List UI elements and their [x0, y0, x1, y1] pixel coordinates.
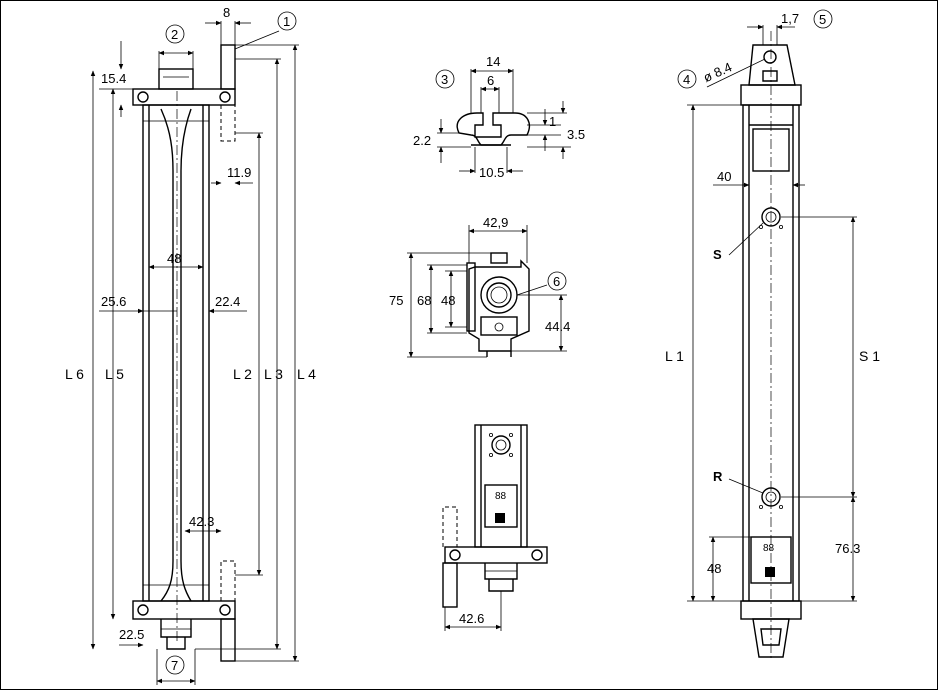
- dim-1-7: 1,7: [781, 11, 799, 26]
- dim-48-front: 48: [707, 561, 721, 576]
- dim-44-4: 44.4: [545, 319, 570, 334]
- side-view-left: [90, 11, 299, 685]
- label-l2: L 2: [233, 366, 252, 382]
- dim-42-6: 42.6: [459, 611, 484, 626]
- dim-48-end: 48: [441, 293, 455, 308]
- label-l1: L 1: [665, 348, 684, 364]
- dim-76-3: 76.3: [835, 541, 860, 556]
- label-l3: L 3: [264, 366, 283, 382]
- dim-22-4: 22.4: [215, 294, 240, 309]
- label-s1: S 1: [859, 348, 880, 364]
- label-l5: L 5: [105, 366, 124, 382]
- callout-3: 3: [441, 72, 448, 87]
- dim-40: 40: [717, 169, 731, 184]
- callout-1: 1: [283, 14, 290, 29]
- dim-8: 8: [223, 5, 230, 20]
- dim-11-9: 11.9: [227, 165, 251, 180]
- dim-8-4: ø 8.4: [701, 59, 734, 85]
- label-r: R: [713, 469, 723, 484]
- dim-25-6: 25.6: [101, 294, 126, 309]
- bottom-bracket-view: 88: [442, 424, 548, 631]
- dim-75: 75: [389, 293, 403, 308]
- dim-48: 48: [167, 251, 181, 266]
- callout-4: 4: [683, 72, 690, 87]
- label-s: S: [713, 247, 722, 262]
- label-l4: L 4: [297, 366, 316, 382]
- dim-6: 6: [487, 73, 494, 88]
- dim-2-2: 2.2: [413, 133, 431, 148]
- dim-68: 68: [417, 293, 431, 308]
- profile-section: [435, 68, 571, 174]
- svg-text:88: 88: [495, 491, 507, 502]
- dim-3-5: 3.5: [567, 127, 585, 142]
- callout-7: 7: [171, 658, 178, 673]
- callout-6: 6: [553, 274, 560, 289]
- callout-2: 2: [171, 27, 178, 42]
- dim-42-3: 42.3: [189, 514, 214, 529]
- label-l6: L 6: [65, 366, 84, 382]
- end-view: [407, 225, 567, 358]
- dim-10-5: 10.5: [479, 165, 504, 180]
- dim-15-4: 15.4: [101, 71, 126, 86]
- dim-14: 14: [486, 54, 500, 69]
- svg-text:88: 88: [763, 543, 775, 554]
- dim-1: 1: [549, 114, 556, 129]
- front-view-right: 88: [677, 9, 857, 661]
- dim-22-5: 22.5: [119, 627, 144, 642]
- callout-5: 5: [819, 12, 826, 27]
- dim-42-9: 42,9: [483, 215, 508, 230]
